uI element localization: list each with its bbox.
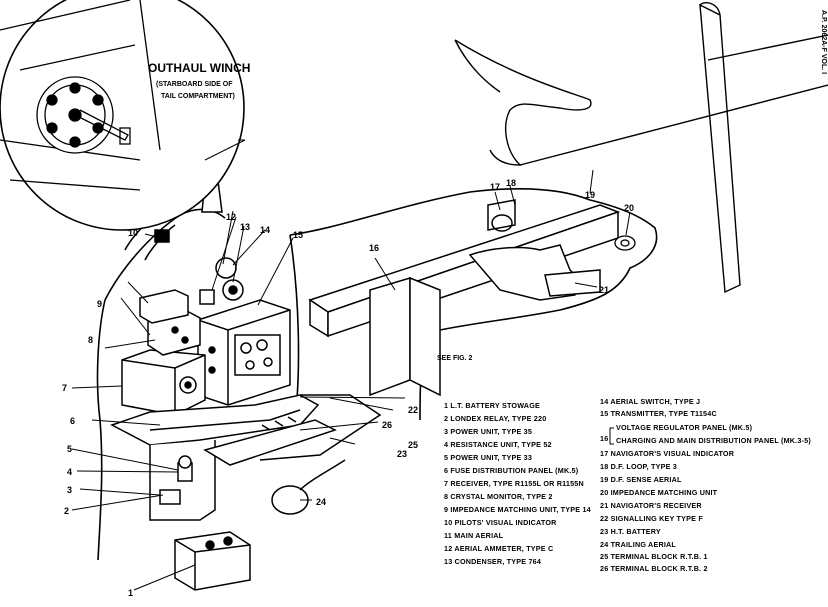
callout-22: 22 xyxy=(408,405,418,415)
outhaul-winch-inset: OUTHAUL WINCH (STARBOARD SIDE OF TAIL CO… xyxy=(0,0,250,231)
inset-subtitle-2: TAIL COMPARTMENT) xyxy=(161,93,235,100)
callout-15: 15 xyxy=(293,230,303,240)
legend-item-16b: CHARGING AND MAIN DISTRIBUTION PANEL (MK… xyxy=(616,436,811,445)
tail-fin xyxy=(454,2,828,294)
legend-item-5: 5 POWER UNIT, TYPE 33 xyxy=(444,453,532,462)
inset-pointer-lines xyxy=(204,139,246,161)
impedance-unit-20 xyxy=(614,235,636,251)
callout-18: 18 xyxy=(506,178,516,188)
legend-item-24: 24 TRAILING AERIAL xyxy=(600,540,676,549)
legend-item-12: 12 AERIAL AMMETER, TYPE C xyxy=(444,544,553,553)
callout-21: 21 xyxy=(599,285,609,295)
legend-item-17: 17 NAVIGATOR'S VISUAL INDICATOR xyxy=(600,449,735,458)
legend-item-6: 6 FUSE DISTRIBUTION PANEL (MK.5) xyxy=(444,466,579,475)
callout-4: 4 xyxy=(67,467,72,477)
legend-item-14: 14 AERIAL SWITCH, TYPE J xyxy=(600,397,700,406)
legend-item-21: 21 NAVIGATOR'S RECEIVER xyxy=(600,501,702,510)
legend-item-20: 20 IMPEDANCE MATCHING UNIT xyxy=(600,488,718,497)
see-fig-2-label: SEE FIG. 2 xyxy=(437,355,473,362)
callout-1: 1 xyxy=(128,588,133,598)
legend-item-22: 22 SIGNALLING KEY TYPE F xyxy=(600,514,703,523)
callout-5: 5 xyxy=(67,444,72,454)
callout-26: 26 xyxy=(382,420,392,430)
callout-12: 12 xyxy=(226,212,236,222)
callout-6: 6 xyxy=(70,416,75,426)
legend-item-19: 19 D.F. SENSE AERIAL xyxy=(600,475,682,484)
callout-8: 8 xyxy=(88,335,93,345)
legend-16-brace xyxy=(609,427,614,445)
callout-numbers: 1 2 3 4 5 6 7 8 9 10 12 13 14 15 16 17 1… xyxy=(62,178,634,598)
legend-item-7: 7 RECEIVER, TYPE R1155L OR R1155N xyxy=(444,479,584,488)
legend-item-8: 8 CRYSTAL MONITOR, TYPE 2 xyxy=(444,492,553,501)
legend-item-2: 2 LONDEX RELAY, TYPE 220 xyxy=(444,414,546,423)
legend-item-4: 4 RESISTANCE UNIT, TYPE 52 xyxy=(444,440,552,449)
navigator-table xyxy=(369,244,601,397)
callout-23: 23 xyxy=(397,449,407,459)
callout-3: 3 xyxy=(67,485,72,495)
legend-item-23: 23 H.T. BATTERY xyxy=(600,527,661,536)
legend-item-16a: VOLTAGE REGULATOR PANEL (MK.5) xyxy=(616,423,753,432)
callout-10: 10 xyxy=(128,228,138,238)
legend: 1 L.T. BATTERY STOWAGE 2 LONDEX RELAY, T… xyxy=(444,397,811,573)
callout-2: 2 xyxy=(64,506,69,516)
legend-item-9: 9 IMPEDANCE MATCHING UNIT, TYPE 14 xyxy=(444,505,591,514)
callout-17: 17 xyxy=(490,182,500,192)
legend-item-11: 11 MAIN AERIAL xyxy=(444,531,504,540)
callout-24: 24 xyxy=(316,497,326,507)
leader-lines xyxy=(71,169,631,591)
legend-item-3: 3 POWER UNIT, TYPE 35 xyxy=(444,427,532,436)
radio-equipment-stack xyxy=(110,149,382,591)
callout-16: 16 xyxy=(369,243,379,253)
legend-item-1: 1 L.T. BATTERY STOWAGE xyxy=(444,401,540,410)
legend-item-26: 26 TERMINAL BLOCK R.T.B. 2 xyxy=(600,564,708,573)
margin-reference: A.P. 2062A-F VOL. I xyxy=(820,10,827,74)
legend-left-column: 1 L.T. BATTERY STOWAGE 2 LONDEX RELAY, T… xyxy=(444,401,591,566)
legend-right-column: 14 AERIAL SWITCH, TYPE J 15 TRANSMITTER,… xyxy=(600,397,811,573)
callout-14: 14 xyxy=(260,225,270,235)
legend-item-25: 25 TERMINAL BLOCK R.T.B. 1 xyxy=(600,552,708,561)
legend-item-18: 18 D.F. LOOP, TYPE 3 xyxy=(600,462,677,471)
fuselage-beam xyxy=(308,204,621,338)
legend-item-15: 15 TRANSMITTER, TYPE T1154C xyxy=(600,409,717,418)
callout-19: 19 xyxy=(585,190,595,200)
callout-13: 13 xyxy=(240,222,250,232)
legend-item-16-number: 16 xyxy=(600,434,608,443)
inset-title: OUTHAUL WINCH xyxy=(148,61,250,75)
inset-subtitle-1: (STARBOARD SIDE OF xyxy=(156,81,233,88)
callout-25: 25 xyxy=(408,440,418,450)
callout-20: 20 xyxy=(624,203,634,213)
df-loop xyxy=(487,199,516,232)
legend-item-13: 13 CONDENSER, TYPE 764 xyxy=(444,557,541,566)
legend-item-10: 10 PILOTS' VISUAL INDICATOR xyxy=(444,518,557,527)
callout-7: 7 xyxy=(62,383,67,393)
callout-9: 9 xyxy=(97,299,102,309)
